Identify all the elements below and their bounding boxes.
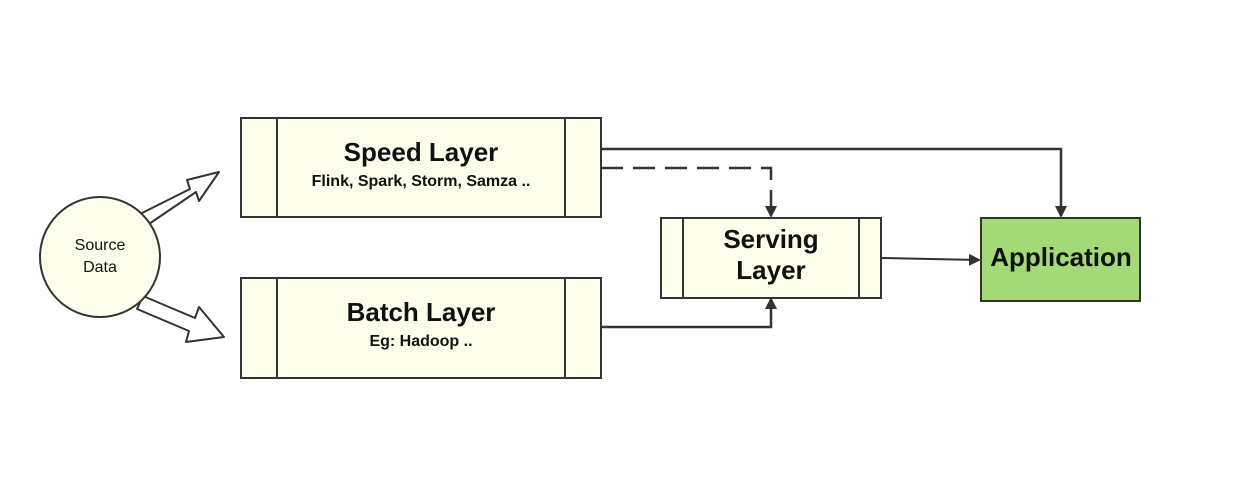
batch-layer-subtitle: Eg: Hadoop .. xyxy=(369,333,472,350)
application-title: Application xyxy=(990,242,1132,272)
application-node: Application xyxy=(980,217,1141,302)
source-to-batch-block-arrow xyxy=(136,295,225,343)
serving-to-application-connector xyxy=(880,253,981,266)
serving-layer-title-line1: Serving xyxy=(723,224,818,254)
speed-layer-subtitle: Flink, Spark, Storm, Samza .. xyxy=(312,173,531,190)
serving-layer-node: Serving Layer xyxy=(660,217,882,299)
speed-layer-title: Speed Layer xyxy=(344,137,499,167)
batch-layer-title: Batch Layer xyxy=(347,297,496,327)
batch-layer-node: Batch Layer Eg: Hadoop .. xyxy=(240,277,602,379)
speed-to-serving-dashed-connector xyxy=(601,166,777,218)
serving-layer-title-line2: Layer xyxy=(736,255,805,285)
speed-layer-node: Speed Layer Flink, Spark, Storm, Samza .… xyxy=(240,117,602,218)
batch-to-serving-connector xyxy=(601,297,777,329)
source-data-label-line1: Source xyxy=(75,237,126,254)
source-data-label-line2: Data xyxy=(83,259,117,276)
source-to-speed-block-arrow xyxy=(139,171,220,227)
source-data-node: Source Data xyxy=(39,196,161,318)
speed-to-application-connector xyxy=(601,147,1067,218)
